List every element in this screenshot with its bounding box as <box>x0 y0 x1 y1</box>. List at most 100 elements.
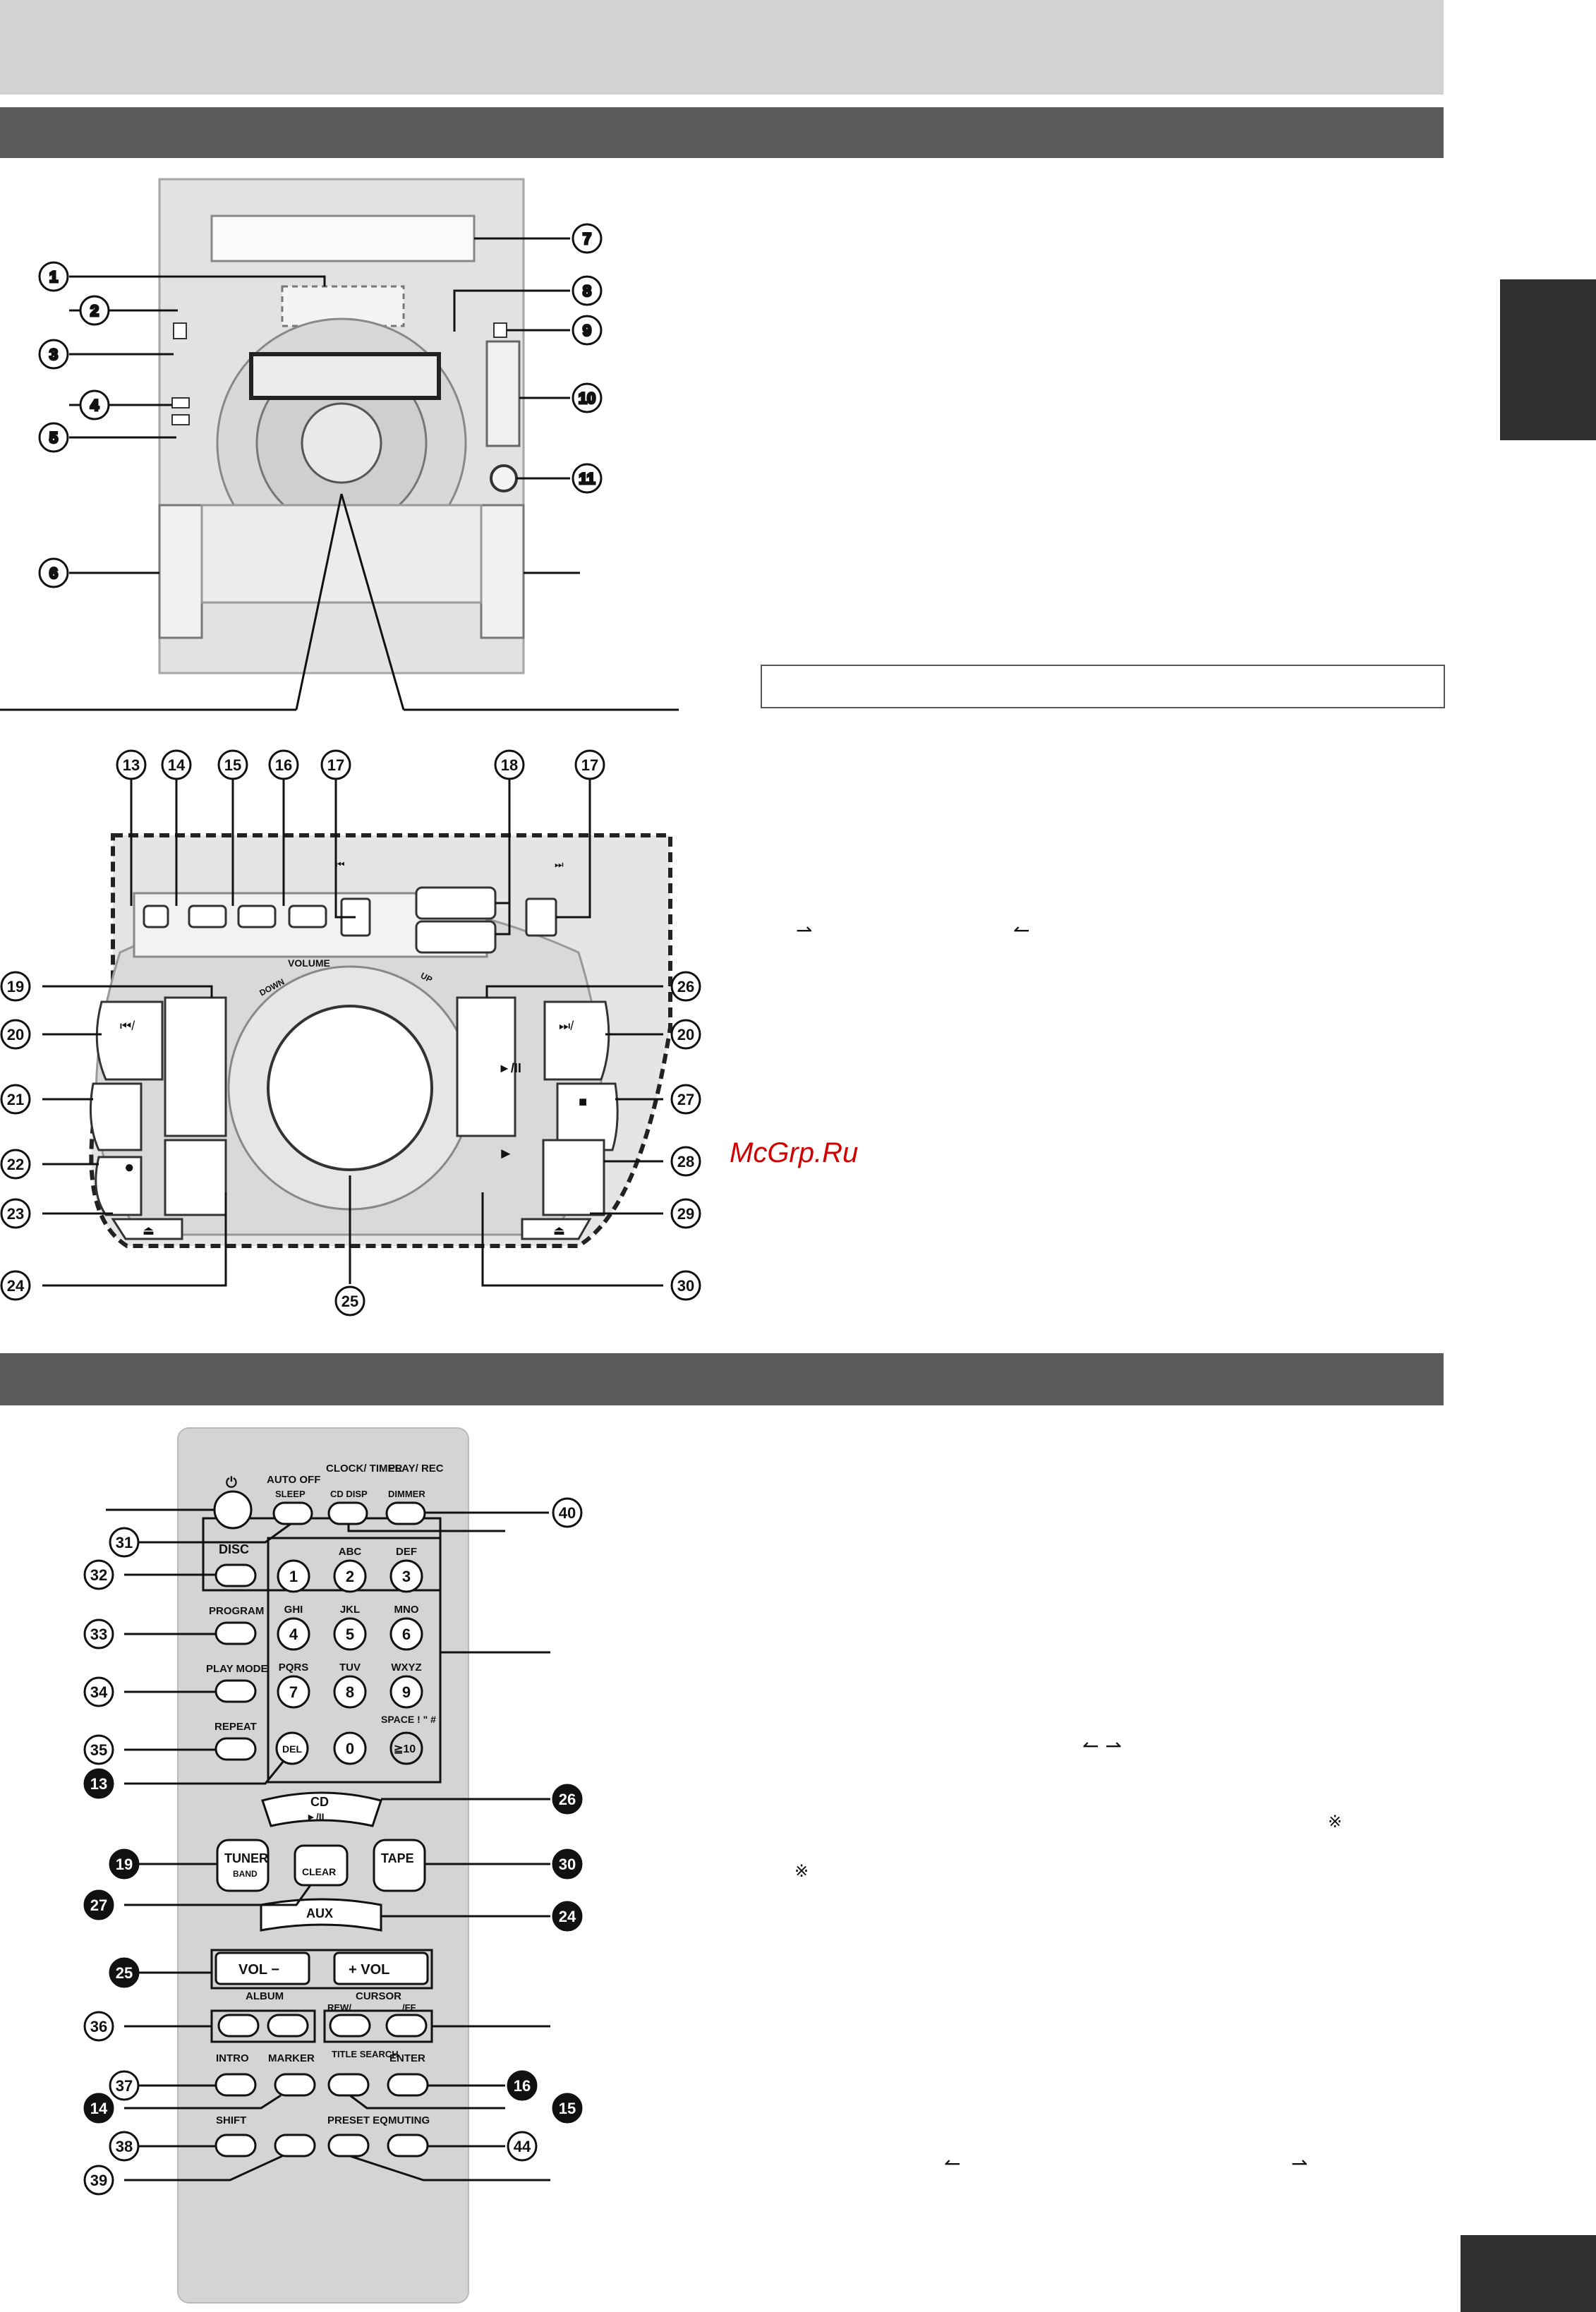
play-mode-label: PLAY MODE <box>206 1663 268 1675</box>
callout-circle <box>217 749 248 780</box>
callout-number: 22 <box>7 1156 24 1173</box>
up-label: UP <box>419 971 434 985</box>
enter-label: ENTER <box>389 2052 425 2064</box>
keypad-letters: TUV <box>339 1662 361 1674</box>
callout-number: 27 <box>677 1091 694 1108</box>
callout-circle <box>109 2131 140 2162</box>
callout-circle <box>670 1019 701 1050</box>
keypad-number: 2 <box>346 1568 354 1585</box>
callout-circle <box>83 2011 114 2042</box>
callout-circle <box>83 2165 114 2196</box>
callout-number: 26 <box>677 978 694 995</box>
space-label: SPACE ! " # <box>381 1714 436 1725</box>
callout-circle <box>109 2070 140 2101</box>
play-pause-icon: ►/II <box>498 1061 521 1075</box>
keypad-button[interactable] <box>333 1675 367 1709</box>
repeat-label: REPEAT <box>214 1721 257 1733</box>
keypad-letters: DEF <box>396 1546 417 1558</box>
callout-number: 6 <box>49 564 58 582</box>
callout-circle <box>161 749 192 780</box>
callout-number: 36 <box>90 2018 107 2035</box>
callout-number: 2 <box>90 302 99 320</box>
callout-circle <box>670 971 701 1002</box>
callout-circle <box>670 1084 701 1115</box>
callout-number: 1 <box>49 268 58 286</box>
callout-number: 17 <box>327 756 344 774</box>
keypad-letters: PQRS <box>279 1662 309 1674</box>
callout-number: 13 <box>90 1775 107 1793</box>
section-bar-main-unit <box>0 107 1444 158</box>
callout-circle <box>670 1146 701 1177</box>
keypad-number: 3 <box>402 1568 411 1585</box>
callout-circle <box>0 1084 31 1115</box>
tape-label: TAPE <box>381 1851 414 1865</box>
keypad-button[interactable] <box>277 1617 310 1651</box>
section-bar-remote <box>0 1353 1444 1405</box>
ref-mark: ※ <box>1328 1812 1343 1832</box>
keypad-button[interactable] <box>333 1731 367 1765</box>
keypad-button[interactable] <box>333 1617 367 1651</box>
callout-number: 14 <box>168 756 186 774</box>
power-icon: ⏻ <box>226 1475 237 1491</box>
cd-play-pause-label: ►/II <box>306 1811 325 1822</box>
callout-number: 40 <box>559 1504 576 1522</box>
callout-number: 39 <box>90 2172 107 2189</box>
keypad-button[interactable] <box>333 1559 367 1593</box>
band-label: BAND <box>233 1869 258 1879</box>
play-rec-label: PLAY/ REC <box>388 1463 444 1475</box>
callout-circle <box>83 1734 114 1765</box>
callout-circle <box>83 1889 114 1920</box>
callout-number: 20 <box>677 1026 694 1043</box>
callout-number: 8 <box>583 282 591 300</box>
keypad-letters: MNO <box>394 1604 419 1616</box>
note-box <box>761 665 1445 708</box>
callout-circle <box>572 223 603 254</box>
play-icon: ► <box>498 1144 514 1162</box>
callout-number: 14 <box>90 2100 108 2117</box>
callout-circle <box>0 971 31 1002</box>
callout-number: 5 <box>49 429 58 447</box>
arrow-right-text: ⇀ <box>1291 2152 1308 2175</box>
keypad-number: 5 <box>346 1626 354 1643</box>
cd-disp-label: CD DISP <box>330 1489 368 1499</box>
callout-number: 24 <box>559 1908 576 1925</box>
callout-number: 11 <box>579 470 595 488</box>
callout-number: 25 <box>116 1964 133 1982</box>
callout-circle <box>79 389 110 420</box>
callout-number: 44 <box>514 2138 531 2155</box>
program-label: PROGRAM <box>209 1605 264 1617</box>
keypad-number: 1 <box>289 1568 298 1585</box>
callout-number: 29 <box>677 1205 694 1223</box>
callout-number: 37 <box>116 2077 133 2095</box>
muting-label: MUTING <box>388 2114 430 2126</box>
keypad-button[interactable] <box>389 1617 423 1651</box>
callout-number: 33 <box>90 1626 107 1643</box>
callout-number: 9 <box>583 322 591 339</box>
keypad-button[interactable] <box>277 1675 310 1709</box>
keypad-button[interactable] <box>389 1559 423 1593</box>
keypad-letters: ABC <box>339 1546 362 1558</box>
dimmer-label: DIMMER <box>388 1489 425 1499</box>
eject-icon: ⏏ <box>143 1223 155 1237</box>
record-icon: ● <box>124 1158 135 1177</box>
auto-off-label: AUTO OFF <box>267 1474 320 1486</box>
watermark: McGrp.Ru <box>730 1137 859 1168</box>
callout-number: 13 <box>123 756 140 774</box>
tuner-label: TUNER <box>224 1851 268 1865</box>
callout-number: 10 <box>579 389 596 407</box>
ge10-button[interactable] <box>389 1731 423 1765</box>
keypad-button[interactable] <box>389 1675 423 1709</box>
keypad-button[interactable] <box>277 1559 310 1593</box>
clock-timer-label: CLOCK/ TIMER <box>326 1463 402 1475</box>
rew-label: REW/ <box>327 2002 351 2013</box>
callout-circle <box>507 2131 538 2162</box>
callout-number: 35 <box>90 1741 107 1759</box>
callout-number: 3 <box>49 346 58 363</box>
callout-circle <box>38 557 69 588</box>
keypad-letters: WXYZ <box>391 1662 421 1674</box>
callout-circle <box>0 1019 31 1050</box>
callout-circle <box>552 1497 583 1528</box>
title-search-label: TITLE SEARCH <box>332 2049 399 2059</box>
